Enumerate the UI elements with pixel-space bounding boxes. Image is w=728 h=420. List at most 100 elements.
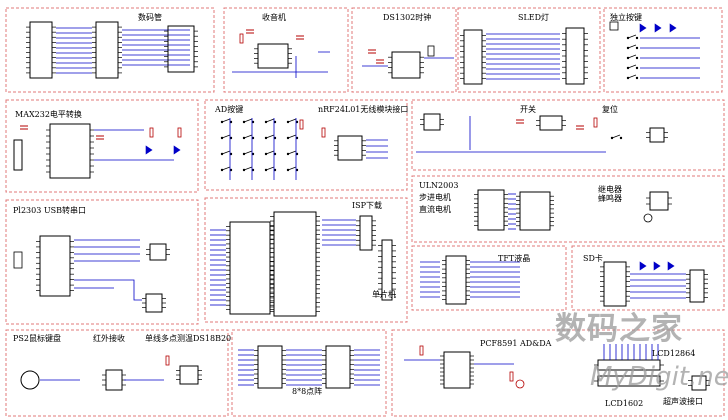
label-relay: 继电器 xyxy=(598,185,622,194)
ad-key-dot xyxy=(220,120,224,124)
buzzer-icon xyxy=(643,213,653,223)
sled-chip-a xyxy=(463,29,483,85)
reset-key-dot xyxy=(610,136,614,140)
ad-key-dot xyxy=(264,136,268,140)
sd-led xyxy=(639,261,647,271)
ad-key xyxy=(265,150,275,155)
max232-chip xyxy=(49,123,91,179)
ad-key-dot xyxy=(286,120,290,124)
ad-res xyxy=(299,119,304,130)
frame-max232 xyxy=(5,99,199,193)
relay-coil xyxy=(649,191,669,211)
sd-socket xyxy=(689,269,705,303)
ad-key xyxy=(221,134,231,139)
ad-key xyxy=(243,134,253,139)
pcf-wire xyxy=(404,359,514,365)
sd-led xyxy=(653,261,661,271)
label-sd: SD卡 xyxy=(583,254,603,263)
ad-key xyxy=(265,166,275,171)
ad-key xyxy=(265,118,275,123)
led-icon xyxy=(639,23,647,33)
ps2-connector xyxy=(20,370,40,390)
label-switch: 开关 xyxy=(520,105,536,114)
ad-key xyxy=(243,118,253,123)
ds1302-wire xyxy=(362,57,454,67)
crystal xyxy=(427,45,435,57)
key-switch-dot xyxy=(635,36,639,40)
ad-key-dot xyxy=(242,136,246,140)
frame-pl2303 xyxy=(5,199,199,325)
ad-key-dot xyxy=(264,120,268,124)
regulator xyxy=(539,115,563,131)
ad-key xyxy=(221,118,231,123)
led-icon xyxy=(654,23,662,33)
frame-radio xyxy=(223,7,349,93)
frame-tft xyxy=(411,245,567,311)
radio-wire xyxy=(232,51,330,78)
ad-key-dot xyxy=(220,136,224,140)
label-stepper: 步进电机 xyxy=(419,193,451,202)
frame-sled xyxy=(457,7,601,93)
switch-wire xyxy=(416,116,606,153)
key-switch xyxy=(627,74,637,79)
max232-led2 xyxy=(173,145,181,155)
frame-mcu xyxy=(204,197,408,323)
radio-chip xyxy=(257,43,289,69)
sd-led xyxy=(667,261,675,271)
max232-wire xyxy=(94,129,174,161)
label-mcu: 单片机 xyxy=(372,290,396,299)
key-switch xyxy=(627,64,637,69)
ad-key-dot xyxy=(286,136,290,140)
ad-key xyxy=(221,150,231,155)
pl2303-chip xyxy=(39,235,71,297)
ad-key-dot xyxy=(220,152,224,156)
label-ultrasonic: 超声波接口 xyxy=(663,397,703,406)
label-ps2: PS2鼠标键盘 xyxy=(13,334,61,343)
label-nrf: nRF24L01无线模块接口 xyxy=(318,105,409,114)
port-header xyxy=(381,239,393,301)
watermark-en: MyDigit.net xyxy=(590,362,728,392)
ir-receiver xyxy=(105,369,123,391)
nrf-res xyxy=(321,127,326,138)
key-switch xyxy=(627,54,637,59)
key-switch-dot xyxy=(635,56,639,60)
frame-pcf-lcd xyxy=(391,329,725,417)
max232-led xyxy=(145,145,153,155)
label-buzzer: 蜂鸣器 xyxy=(598,194,622,203)
mcu-chip-a xyxy=(229,221,271,315)
pcf-chip xyxy=(443,351,471,389)
keys-header xyxy=(609,21,619,31)
label-reset: 复位 xyxy=(602,105,618,114)
reset-transistor xyxy=(649,127,665,143)
pl2303-regulator xyxy=(145,293,163,313)
key-switch-dot xyxy=(626,36,630,40)
switch-plug xyxy=(423,113,441,131)
dm-chip-b xyxy=(325,345,351,389)
seg-chip-a xyxy=(29,21,53,79)
ds18b20-sensor xyxy=(179,365,199,385)
pcf-pot xyxy=(509,371,514,382)
frame-sd xyxy=(571,245,725,311)
frame-dotmatrix xyxy=(231,329,387,417)
ds1302-chip xyxy=(391,51,421,79)
frame-ds1302 xyxy=(351,7,457,93)
max232-res2 xyxy=(177,127,182,138)
motor-header xyxy=(519,191,551,231)
ad-key xyxy=(243,166,253,171)
frame-keys xyxy=(603,7,723,93)
watermark-cn: 数码之家 xyxy=(555,311,683,347)
pcf-led xyxy=(515,379,525,389)
ad-key xyxy=(287,118,297,123)
mcu-chip-b xyxy=(273,211,317,317)
label-sled: SLED灯 xyxy=(518,13,550,22)
ultrasonic-header xyxy=(691,375,707,391)
label-tft: TFT液晶 xyxy=(498,254,531,263)
key-switch-dot xyxy=(626,66,630,70)
usb-connector xyxy=(13,251,23,269)
reset-res xyxy=(593,117,598,128)
frame-uln2003 xyxy=(411,175,725,243)
label-dotmatrix: 8*8点阵 xyxy=(292,387,323,396)
frame-adkeys xyxy=(204,99,408,191)
isp-header xyxy=(359,215,373,251)
label-pcf8591: PCF8591 AD&DA xyxy=(480,339,552,348)
